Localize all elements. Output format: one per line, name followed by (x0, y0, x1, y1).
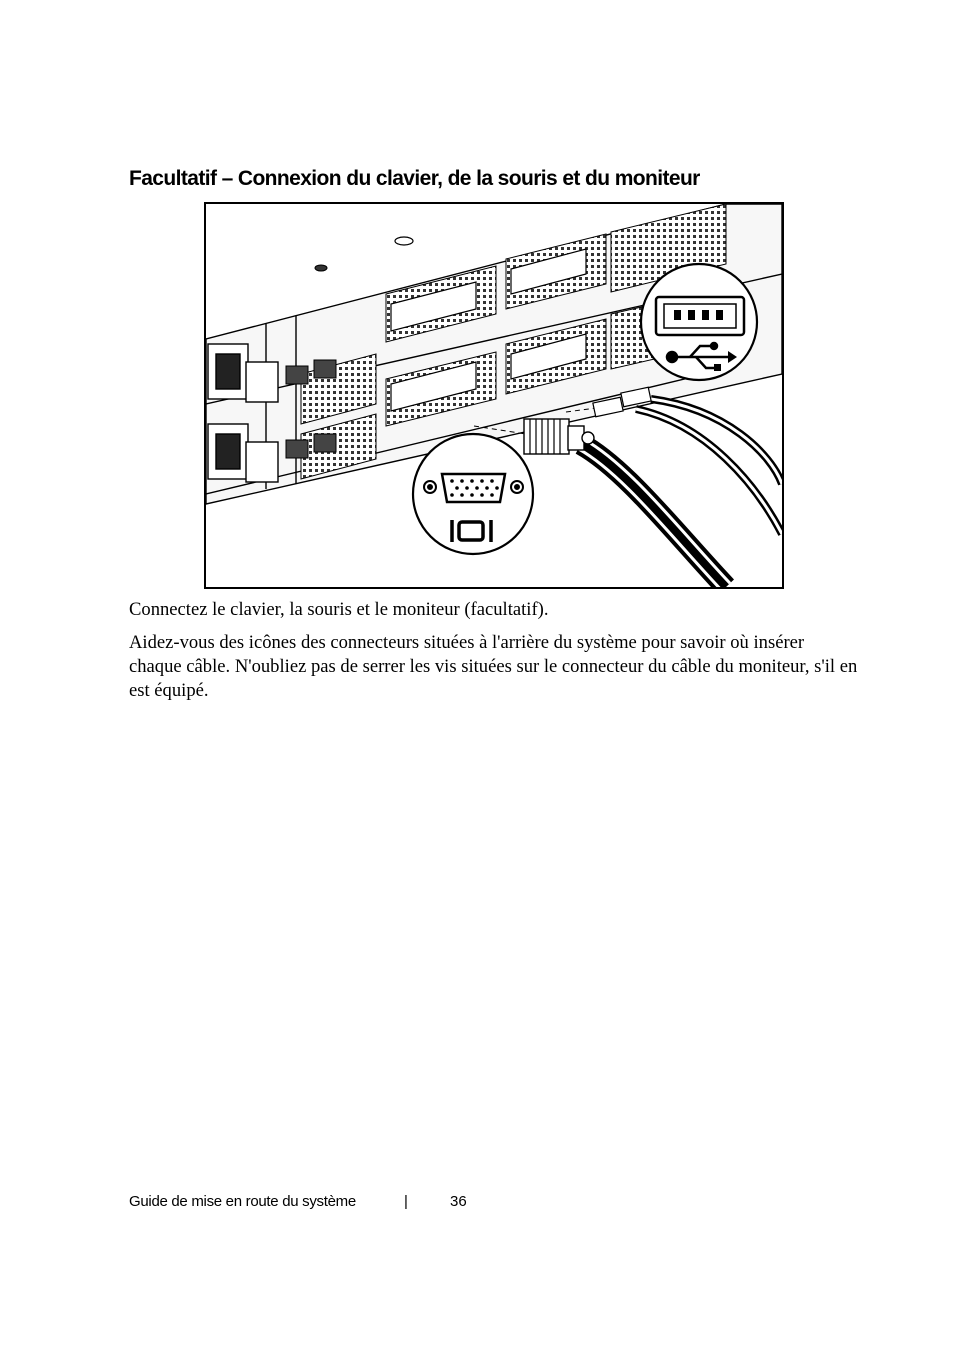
usb-callout (639, 262, 759, 382)
usb-symbol-icon (665, 341, 737, 371)
usb-cables (592, 386, 782, 536)
monitor-symbol-icon (450, 520, 493, 542)
vga-cable (523, 418, 735, 587)
page-title: Facultatif – Connexion du clavier, de la… (129, 167, 700, 190)
figure-caption: Connectez le clavier, la souris et le mo… (129, 599, 549, 620)
server-connection-illustration (204, 202, 784, 589)
vga-callout (411, 432, 535, 556)
footer-separator: | (404, 1193, 408, 1210)
usb-port-icon (654, 295, 746, 337)
page-number: 36 (450, 1193, 467, 1210)
footer-guide-title: Guide de mise en route du système (129, 1193, 356, 1210)
vga-port-icon (423, 472, 524, 504)
instruction-paragraph: Aidez-vous des icônes des connecteurs si… (129, 632, 858, 701)
